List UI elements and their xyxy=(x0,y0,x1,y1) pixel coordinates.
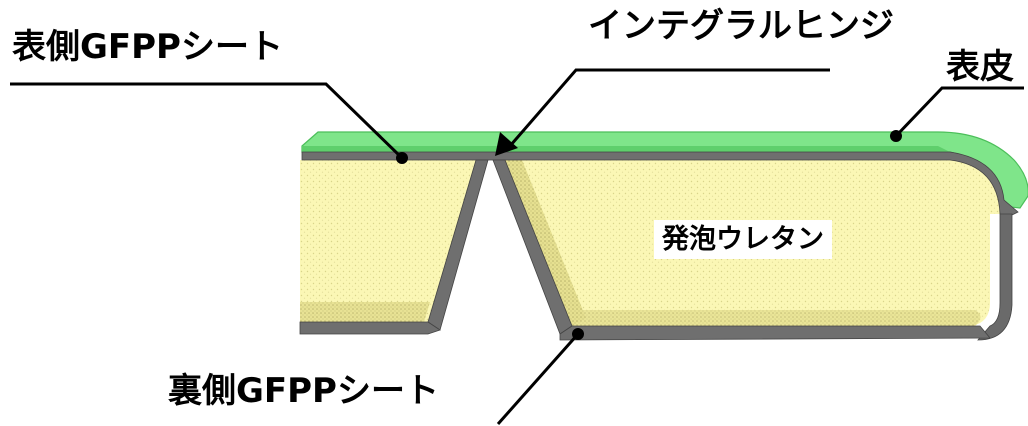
leader-hinge xyxy=(508,68,830,147)
leader-top-sheet xyxy=(10,82,404,160)
leader-bottom-sheet xyxy=(496,333,580,425)
label-foam-urethane: 発泡ウレタン xyxy=(654,220,832,259)
foam-right-hinge-shade xyxy=(505,160,586,326)
foam-right-bottom-shade xyxy=(572,310,981,326)
right-wall-sheet xyxy=(977,213,1013,341)
marker-top-sheet xyxy=(396,152,408,164)
bottom-sheet-right xyxy=(559,325,991,341)
skin-front-edge xyxy=(302,146,950,152)
label-integral-hinge: インテグラルヒンジ xyxy=(588,6,894,46)
label-top-gfpp-sheet: 表側GFPPシート xyxy=(12,27,283,67)
leader-skin xyxy=(894,86,1024,138)
marker-skin xyxy=(890,130,902,142)
label-skin: 表皮 xyxy=(946,47,1014,87)
hinge-arrowhead xyxy=(495,132,518,156)
label-bottom-gfpp-sheet: 裏側GFPPシート xyxy=(168,371,439,411)
marker-bottom-sheet xyxy=(572,328,584,340)
foam-left xyxy=(300,160,476,322)
foam-left-bottom-shade xyxy=(300,302,430,322)
bottom-sheet-left xyxy=(299,321,441,335)
